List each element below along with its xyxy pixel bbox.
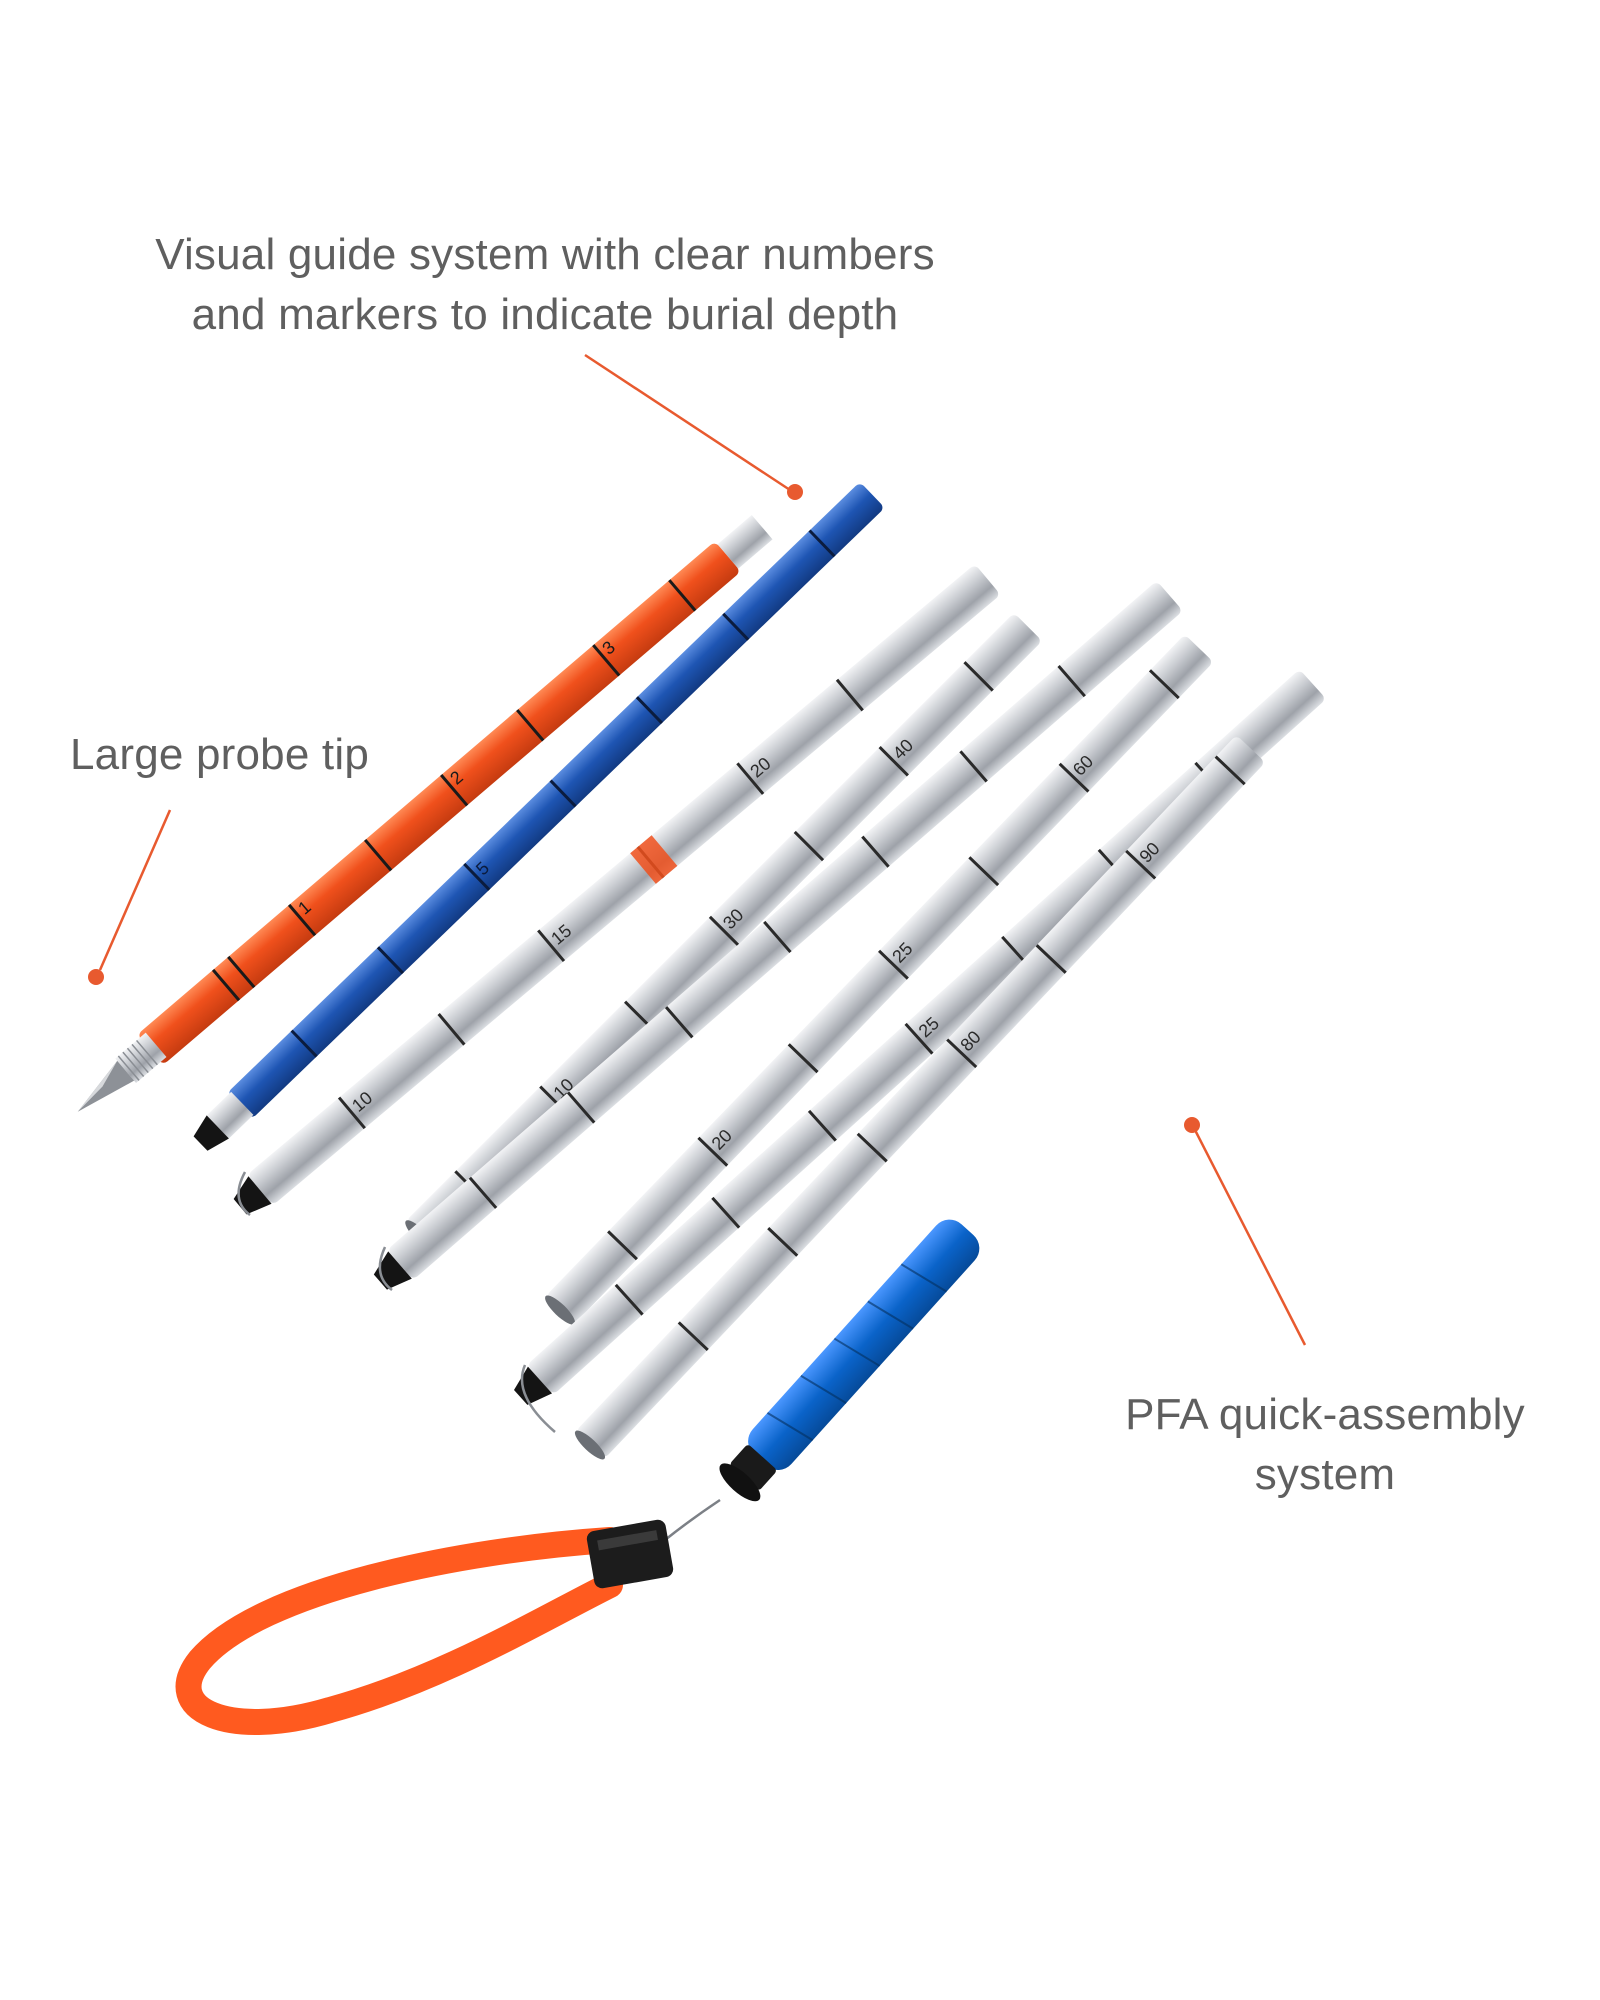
strap-cable	[664, 1498, 721, 1541]
probe-segment-silver-f: 80 90	[574, 737, 1263, 1460]
connecting-cable-3	[520, 1364, 556, 1433]
probe-segment-silver-e: 25	[513, 671, 1324, 1405]
annotation-visual-guide-line2: and markers to indicate burial depth	[191, 290, 899, 339]
annotation-pfa-line1: PFA quick-assembly	[1125, 1390, 1525, 1439]
connecting-cable-2	[378, 1246, 393, 1291]
annotation-visual-guide-line1: Visual guide system with clear numbers	[155, 230, 935, 279]
annotation-visual-guide: Visual guide system with clear numbers a…	[110, 225, 980, 345]
probe-segment-silver-a: 10 15 20	[233, 566, 999, 1215]
probe-tip	[77, 1032, 167, 1112]
callout-probe-tip	[88, 809, 172, 985]
probe-segment-blue: 5	[193, 484, 883, 1151]
annotation-probe-tip: Large probe tip	[70, 730, 369, 779]
annotation-pfa-line2: system	[1254, 1450, 1396, 1499]
wrist-strap	[175, 1527, 623, 1735]
probe-grip	[719, 1219, 980, 1502]
callout-pfa	[1184, 1117, 1307, 1346]
probe-segment-silver-d: 20 25 60	[545, 636, 1211, 1325]
callout-visual-guide	[584, 353, 803, 500]
strap-clip	[586, 1519, 674, 1589]
connecting-cable	[237, 1171, 251, 1216]
annotation-pfa-system: PFA quick-assembly system	[1060, 1385, 1590, 1505]
probe-segment-orange: 1 2 3	[139, 515, 773, 1063]
